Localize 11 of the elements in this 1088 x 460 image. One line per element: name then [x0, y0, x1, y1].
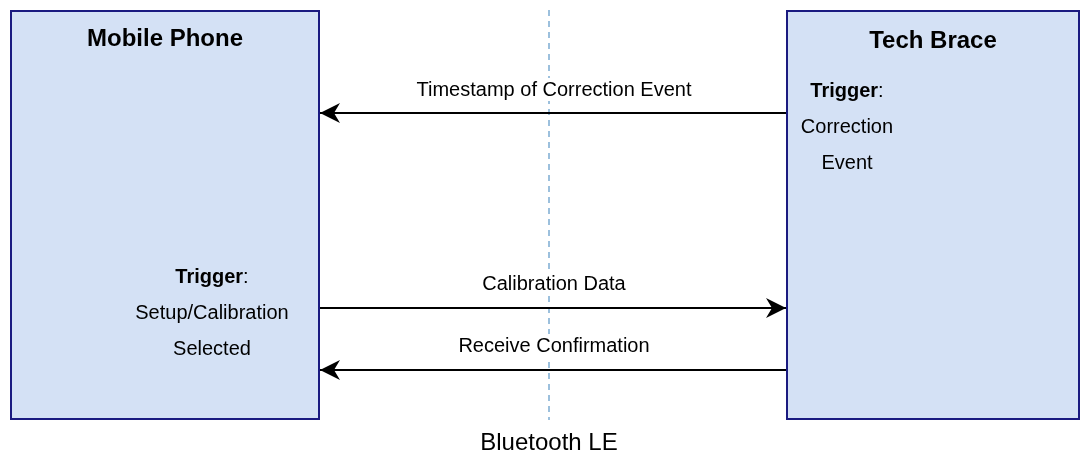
device-box: [10, 10, 320, 420]
edge-label: Timestamp of Correction Event: [414, 78, 694, 101]
arrow: [319, 360, 787, 380]
trigger-text: Trigger: Setup/Calibration Selected: [134, 264, 290, 361]
box-title: Tech Brace: [868, 26, 998, 54]
arrow: [319, 298, 787, 318]
arrow: [319, 103, 787, 123]
trigger-text: Trigger: Correction Event: [799, 78, 895, 175]
box-title: Mobile Phone: [86, 24, 244, 52]
divider-label: Bluetooth LE: [480, 428, 618, 456]
device-box: [786, 10, 1080, 420]
